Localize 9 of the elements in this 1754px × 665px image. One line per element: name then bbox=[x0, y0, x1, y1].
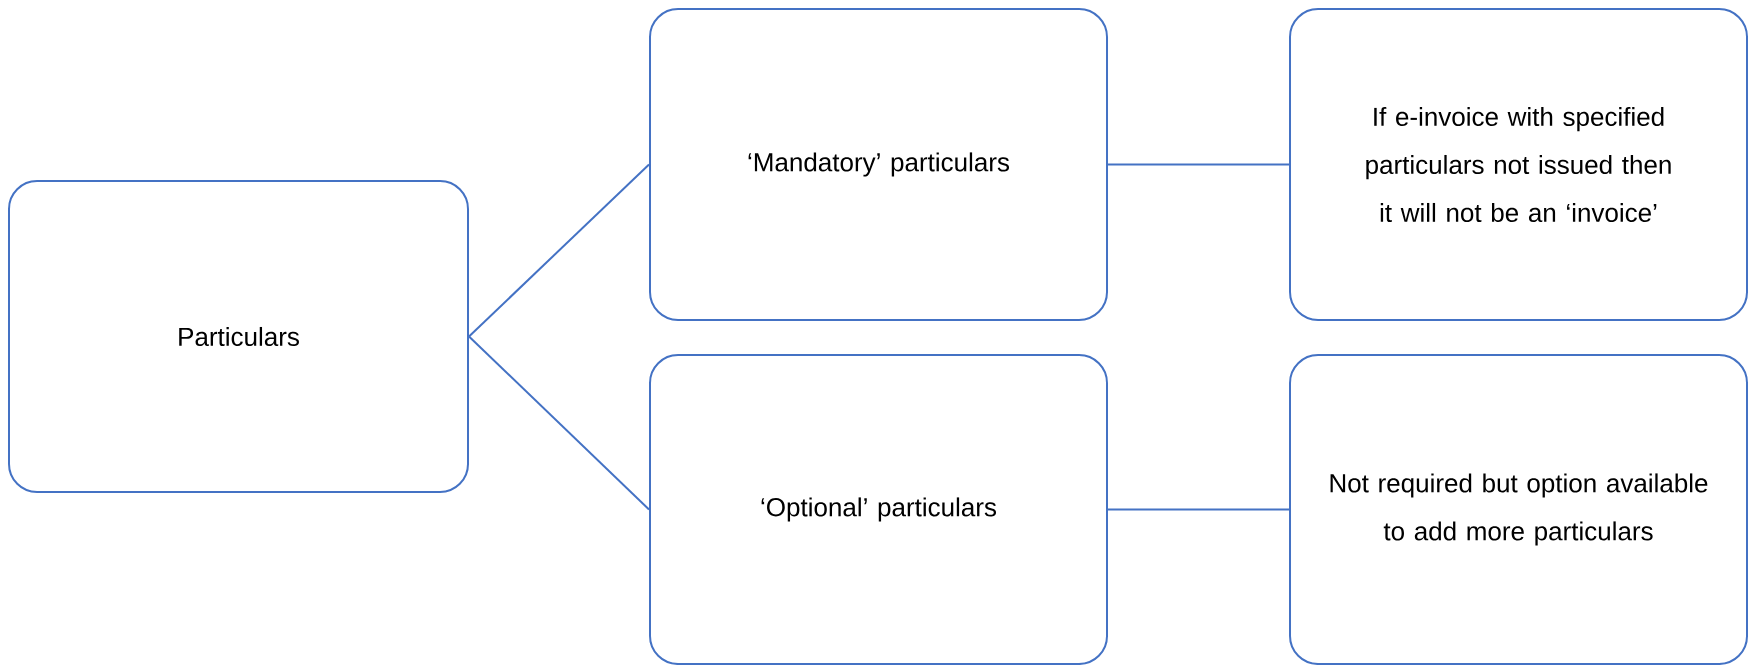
connector-line bbox=[1107, 508, 1290, 511]
process-box: ‘Mandatory’ particulars bbox=[649, 8, 1108, 321]
process-box: Particulars bbox=[8, 180, 469, 493]
connector-line bbox=[468, 163, 650, 338]
process-box: Not required but option available to add more particulars bbox=[1289, 354, 1748, 665]
connector-line bbox=[1107, 163, 1290, 166]
connector-line bbox=[468, 335, 650, 511]
process-box: If e-invoice with specified particulars not issued then it will not be an ‘invoice’ bbox=[1289, 8, 1748, 321]
process-box: ‘Optional’ particulars bbox=[649, 354, 1108, 665]
